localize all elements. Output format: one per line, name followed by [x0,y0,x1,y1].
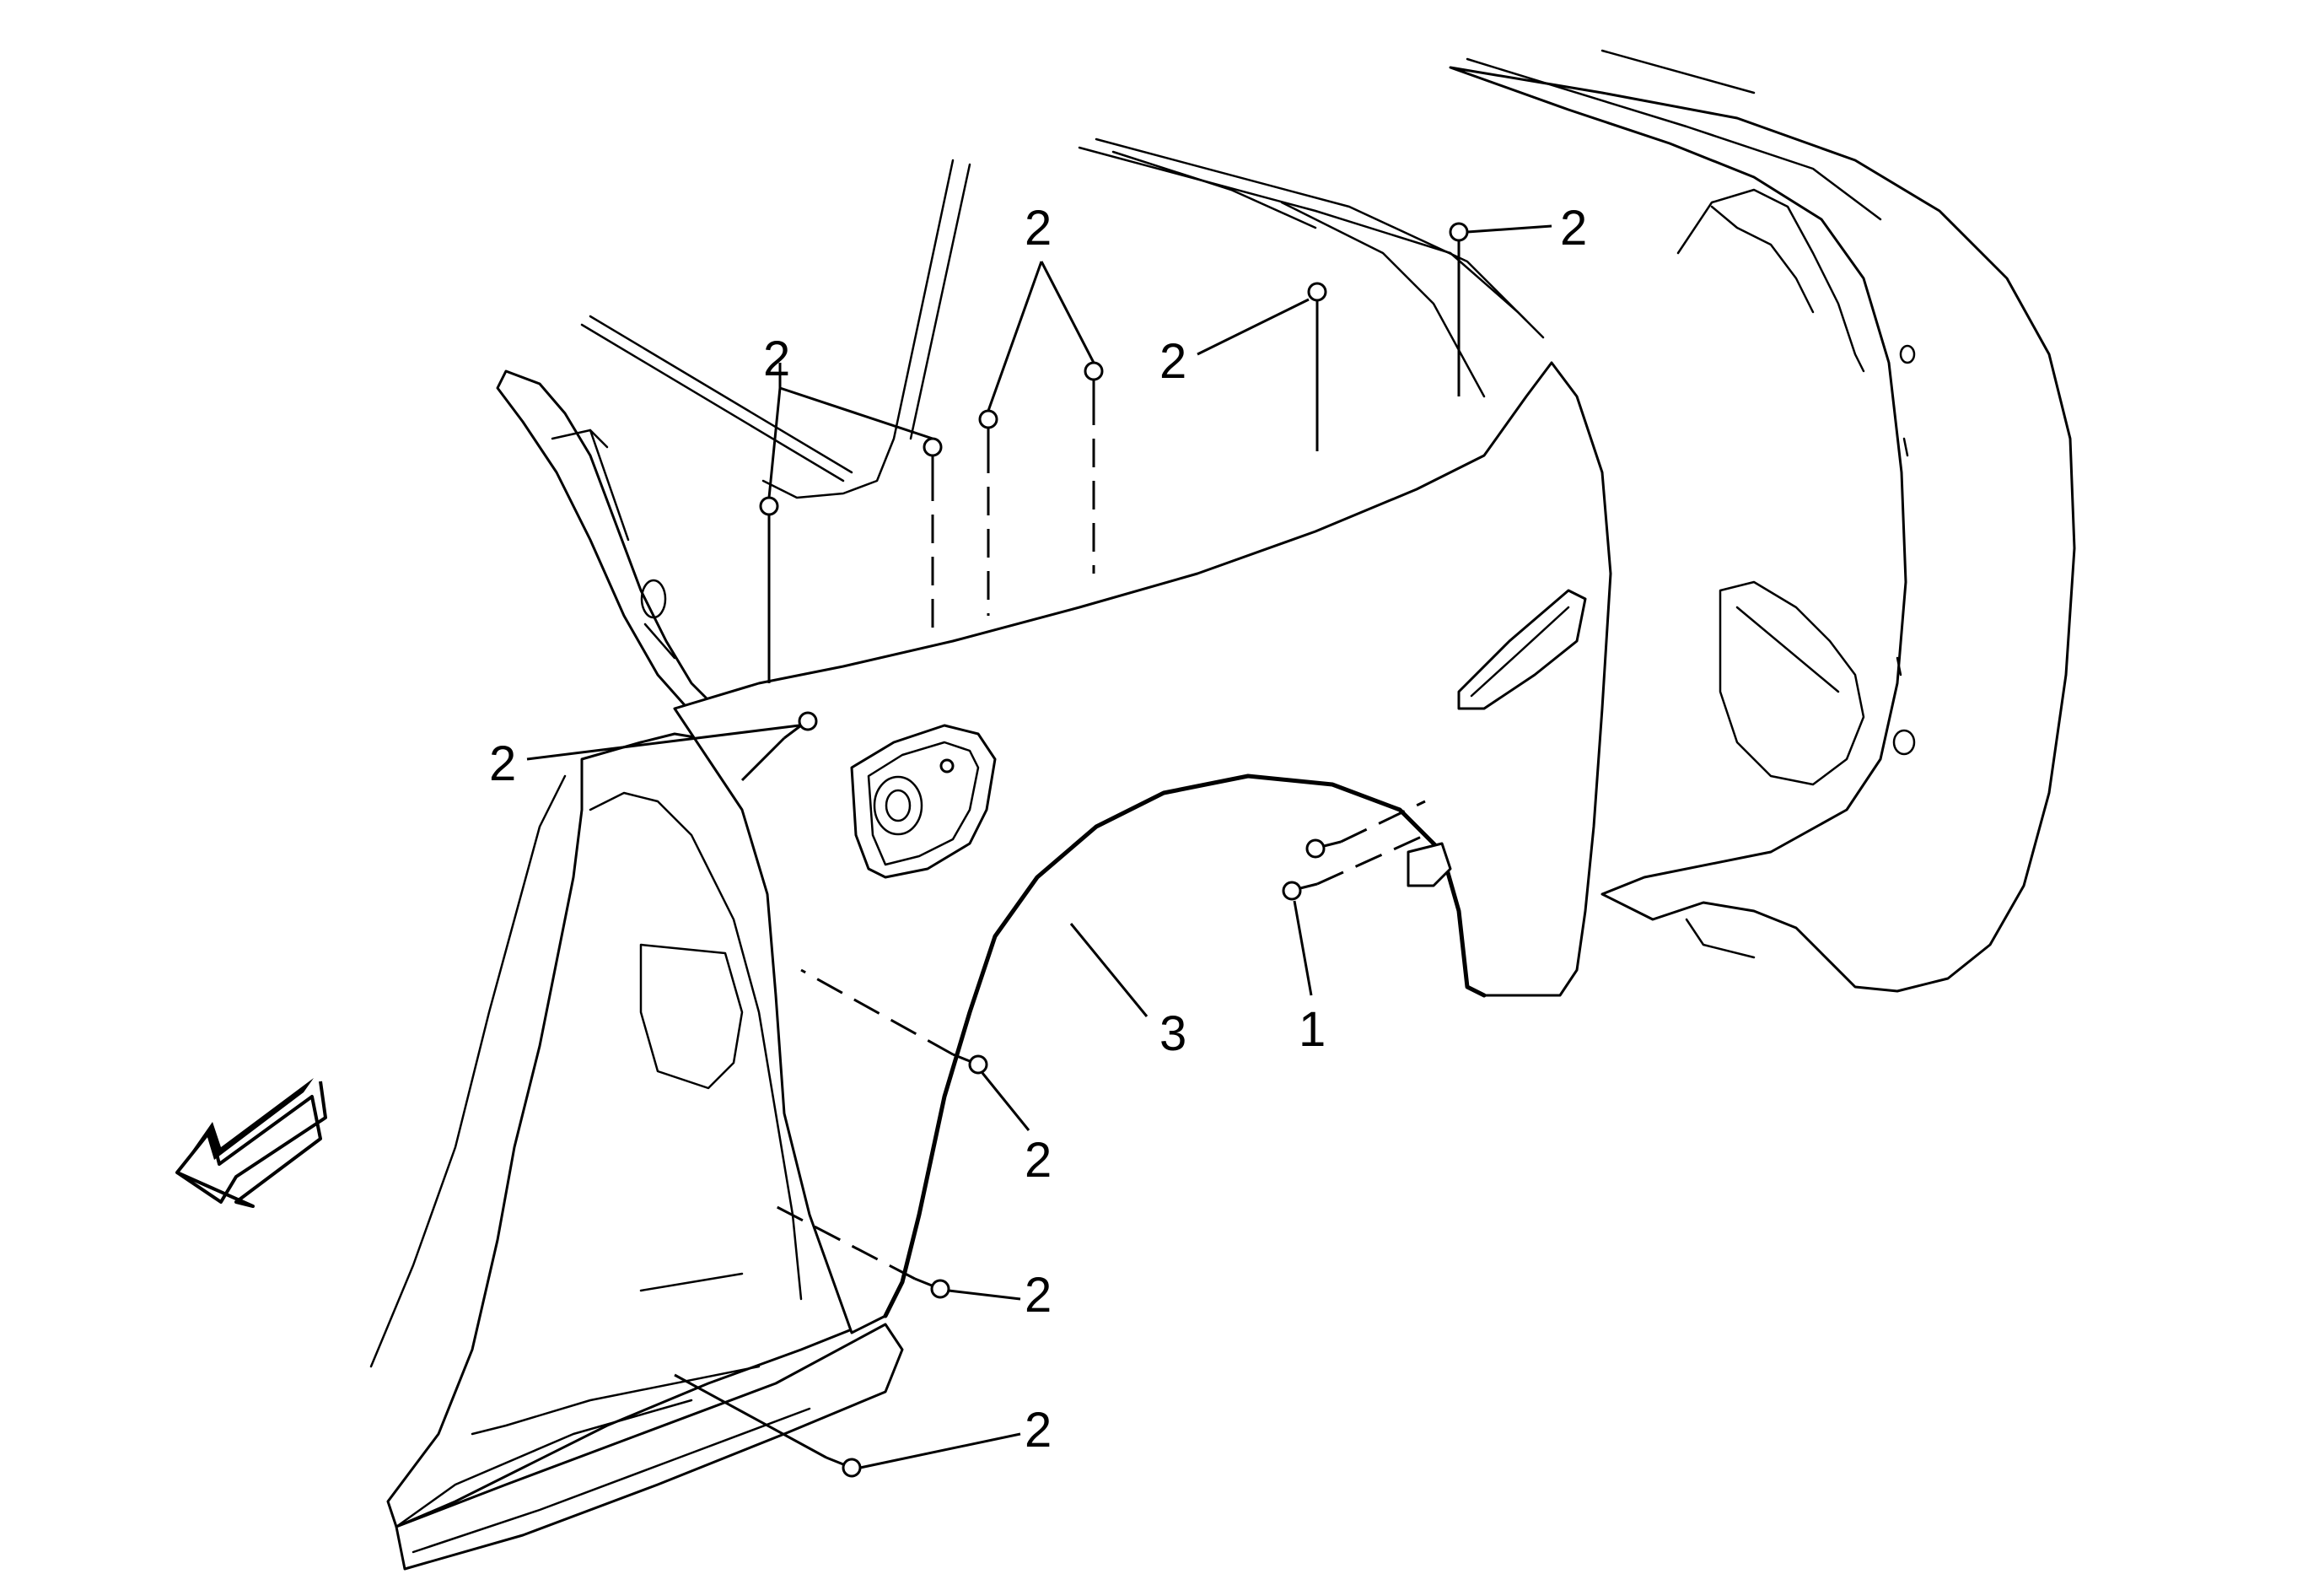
install-lines [674,257,1461,1459]
rocker-panel [395,1323,904,1571]
bolt-icon [1307,282,1327,317]
callout-2: 2 [1025,1403,1052,1458]
callout-2: 2 [1025,1133,1052,1188]
rear-fascia [1449,49,2076,993]
upper-body-outline [580,137,1545,499]
callout-2: 2 [489,736,516,791]
callout-2: 2 [1560,201,1587,256]
quarter-panel [673,361,1612,1334]
bolt-icon [952,1053,988,1075]
bolt-icon [1084,361,1104,396]
fuel-filler-door-icon [850,724,997,879]
callout-2: 2 [1025,201,1052,256]
bolt-icon [978,409,998,445]
bolt-icon [1449,222,1469,257]
callout-2: 2 [763,332,790,386]
bolt-icon [759,496,779,536]
callout-2: 2 [1159,334,1186,389]
callout-3: 3 [1159,1006,1186,1061]
bolt-icon [826,1456,862,1478]
front-direction-arrow-icon [175,1078,327,1208]
callout-leaders [526,224,1552,1469]
door-pillar [496,369,718,714]
bolt-icon [914,1277,950,1299]
callout-1: 1 [1299,1002,1326,1057]
callout-labels: 2 2 2 2 2 2 2 2 3 1 [489,201,1587,1458]
bolt-icon [1282,881,1318,901]
bolt-icon [923,437,943,472]
bolt-icon [783,711,818,740]
bolt-icon [1305,838,1342,859]
callout-2: 2 [1025,1268,1052,1323]
